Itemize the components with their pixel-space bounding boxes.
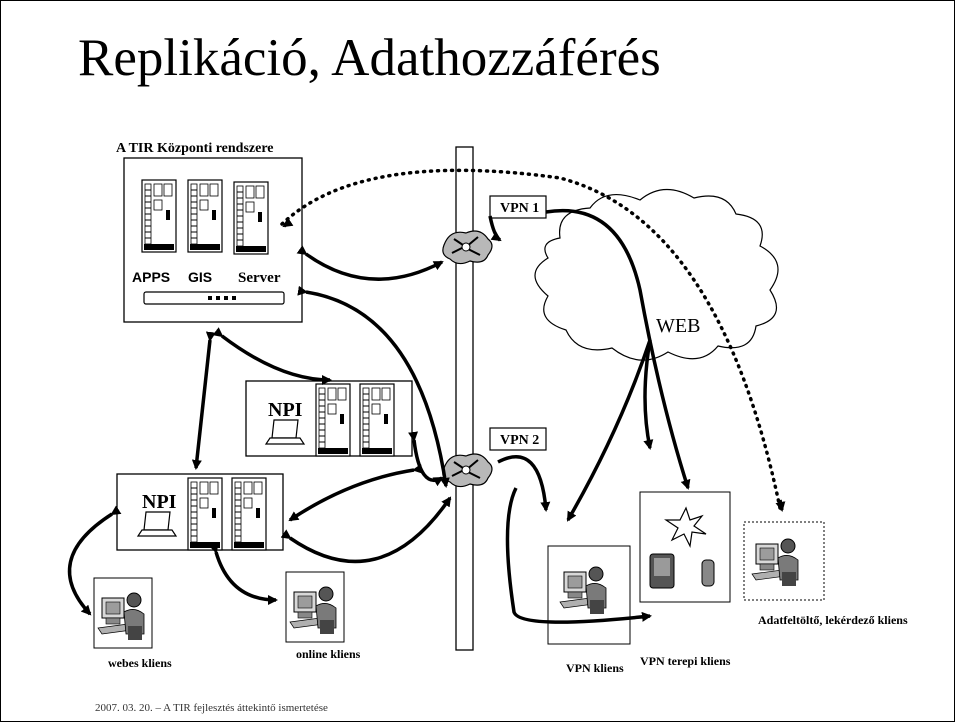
router-vpn1-icon	[441, 230, 493, 265]
vpn-client-label: VPN kliens	[566, 661, 624, 675]
online-client-label: online kliens	[296, 647, 361, 661]
replication-dotted-links	[280, 168, 782, 510]
server-label: Server	[238, 270, 281, 286]
vpn1-label: VPN 1	[500, 201, 539, 216]
slide-title: Replikáció, Adathozzáférés	[78, 29, 661, 87]
gps-icon	[701, 559, 715, 587]
vpn1-box	[489, 195, 547, 219]
router-vpn2-icon	[441, 453, 493, 488]
npi-lower-label: NPI	[142, 491, 177, 513]
npi-lower-server-2	[231, 477, 267, 551]
gis-label: GIS	[188, 269, 212, 285]
satellite-icon	[664, 506, 707, 548]
central-system-label: A TIR Központi rendszere	[116, 141, 274, 156]
web-cloud	[534, 188, 779, 361]
vpn2-box	[489, 427, 547, 451]
adatfeltolto-client-label: Adatfeltöltő, lekérdező kliens	[758, 613, 908, 627]
npi-upper-server-1	[315, 383, 351, 457]
server-icon	[233, 181, 269, 255]
npi-lower-server-1	[187, 477, 223, 551]
webes-client-icon	[97, 583, 149, 645]
apps-label: APPS	[132, 269, 170, 285]
npi-upper-server-2	[359, 383, 395, 457]
web-label: WEB	[656, 315, 700, 337]
vpn2-label: VPN 2	[500, 433, 539, 448]
vpn-links	[488, 208, 691, 624]
gis-server-icon	[187, 179, 223, 253]
npi-upper-label: NPI	[268, 399, 303, 421]
connections	[67, 245, 452, 616]
vpn-client-icon	[559, 557, 611, 619]
apps-server-icon	[141, 179, 177, 253]
slide-footer: 2007. 03. 20. – A TIR fejlesztés áttekin…	[95, 702, 328, 714]
adatfeltolto-client-icon	[751, 529, 803, 591]
online-client-icon	[289, 577, 341, 639]
vpn-terepi-client-label: VPN terepi kliens	[640, 654, 731, 668]
firewall-pole	[455, 146, 474, 651]
webes-client-label: webes kliens	[108, 656, 172, 670]
network-switch-icon	[143, 291, 285, 305]
